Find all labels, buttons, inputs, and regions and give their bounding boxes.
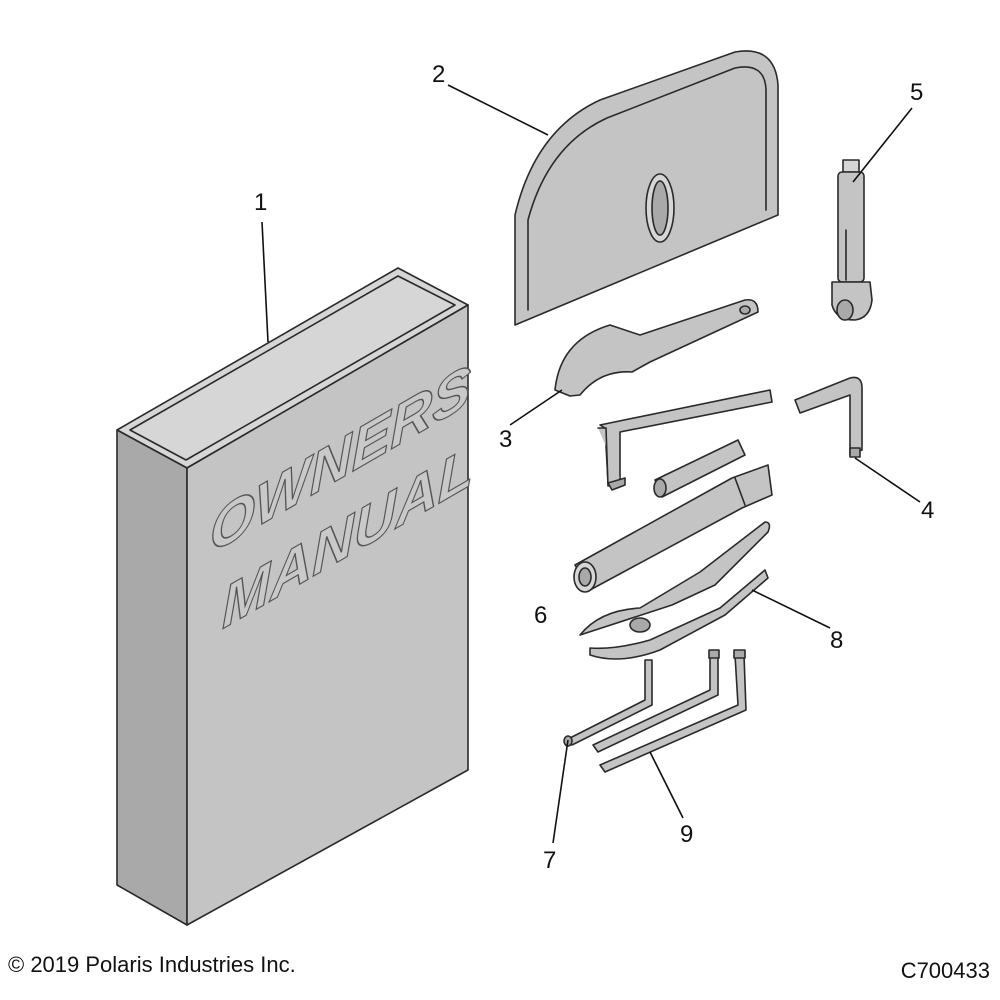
- callout-3: 3: [499, 426, 512, 453]
- extension-bar: [831, 159, 873, 321]
- small-hex-key-9a: [592, 649, 720, 753]
- leader-7: [552, 739, 569, 844]
- leader-3: [509, 389, 563, 426]
- socket-tube: [653, 439, 746, 498]
- callout-1: 1: [254, 189, 267, 216]
- callout-8: 8: [830, 627, 843, 654]
- callout-2: 2: [432, 61, 445, 88]
- tool-pouch: [514, 50, 779, 326]
- callout-numbers: 1 2 3 4 5 6 7 8 9: [254, 61, 934, 874]
- leader-8: [751, 589, 831, 629]
- callout-9: 9: [680, 821, 693, 848]
- small-hex-key-9b: [599, 649, 747, 773]
- callout-7: 7: [543, 847, 556, 874]
- owners-manual: OWNERS MANUAL: [116, 267, 474, 926]
- spark-plug-wrench: [573, 464, 773, 593]
- leader-lines: [261, 84, 921, 844]
- leader-4: [854, 457, 921, 503]
- hex-key: [794, 376, 863, 458]
- leader-2: [447, 84, 549, 136]
- spanner-wrench: [554, 298, 759, 397]
- leader-1: [261, 221, 269, 343]
- callout-5: 5: [910, 79, 923, 106]
- pliers: [579, 521, 771, 660]
- l-bar-wrench: [597, 389, 773, 491]
- small-hex-key-7: [563, 659, 653, 747]
- drawing-number: C700433: [900, 958, 990, 983]
- leader-9: [649, 751, 684, 819]
- leader-5: [852, 107, 913, 183]
- callout-6: 6: [534, 602, 547, 629]
- callout-4: 4: [921, 497, 934, 524]
- copyright-text: © 2019 Polaris Industries Inc.: [8, 952, 296, 977]
